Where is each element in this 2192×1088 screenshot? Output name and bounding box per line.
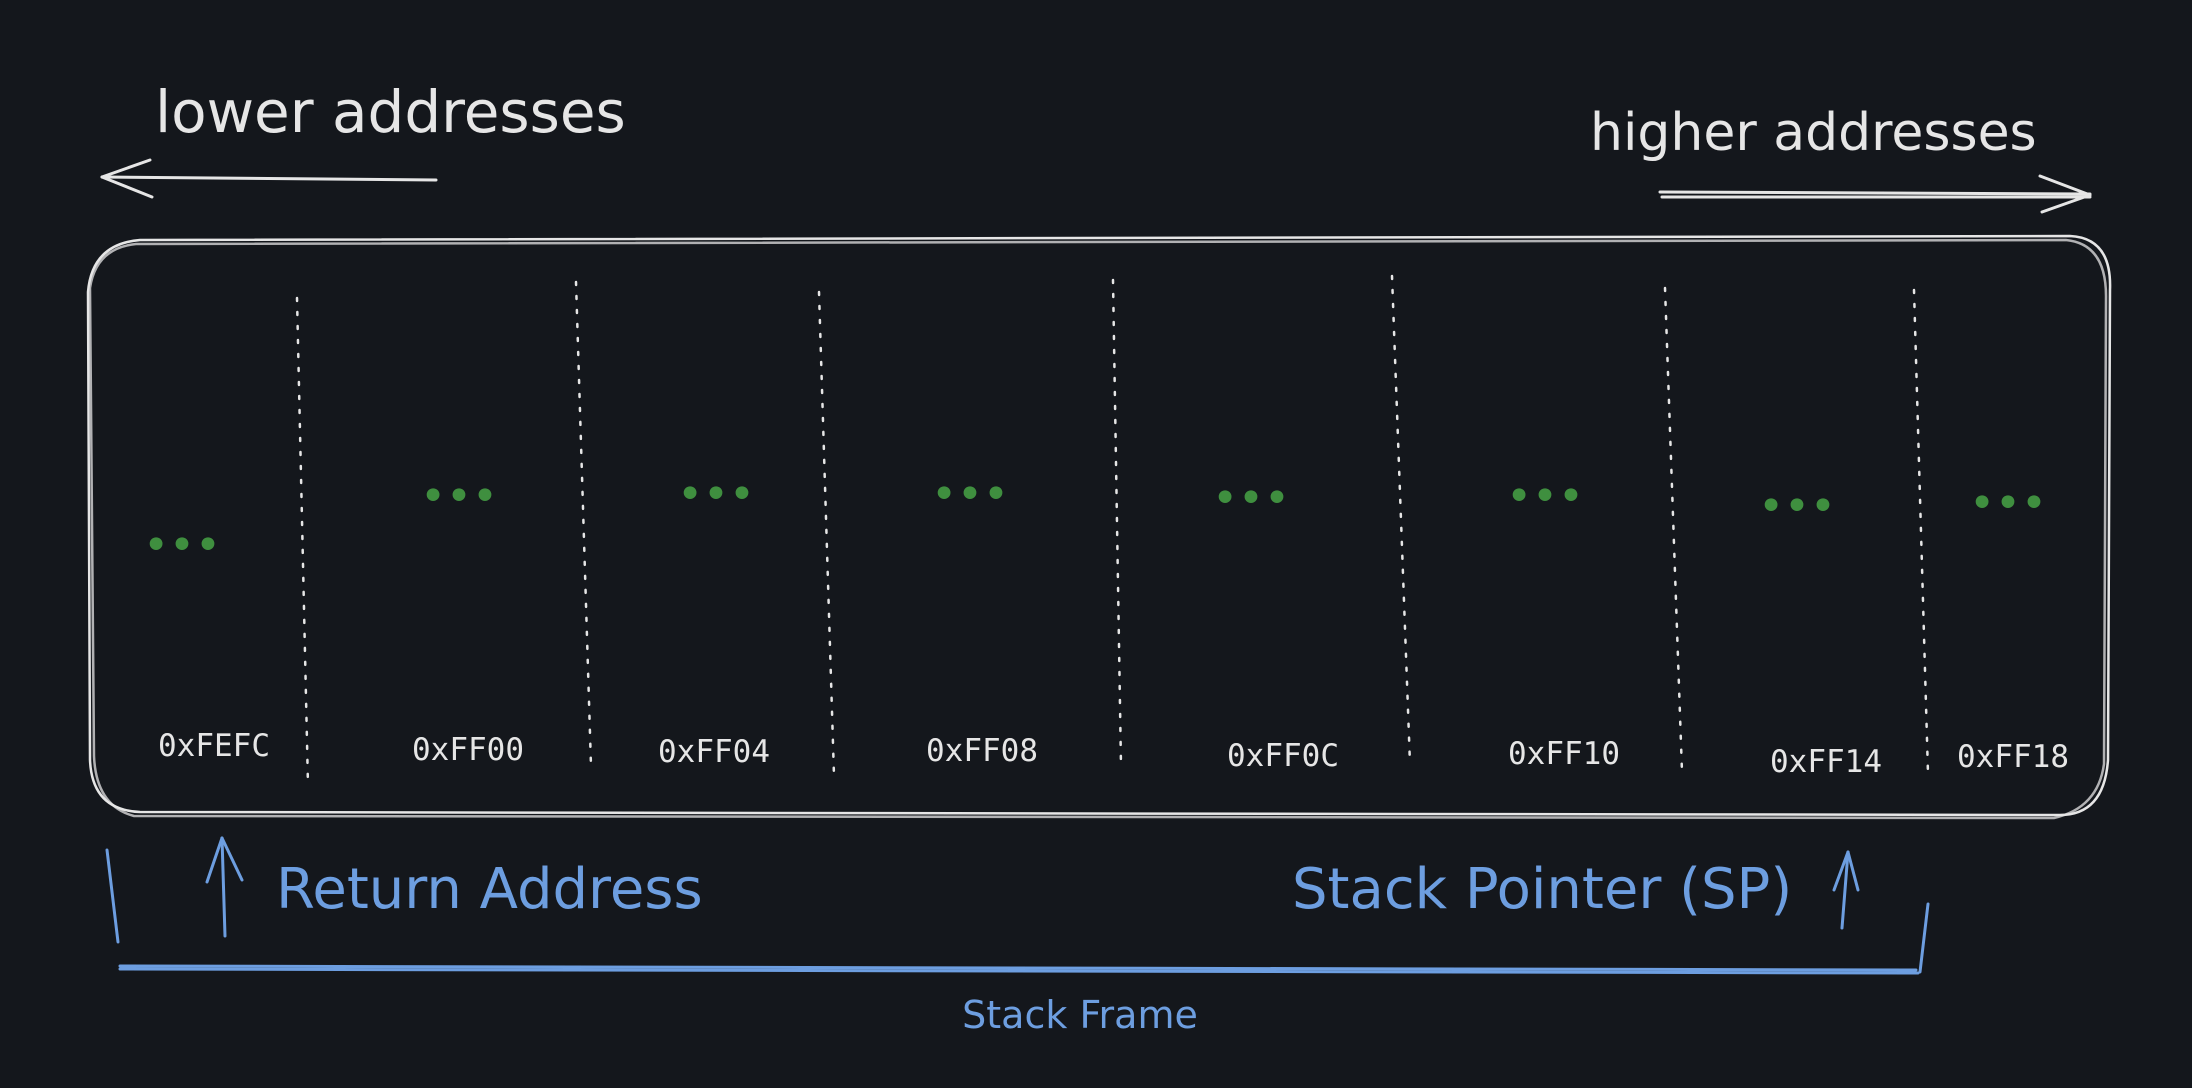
cell-content-ellipsis: ••• — [1506, 471, 1584, 522]
higher-addresses-label: higher addresses — [1590, 103, 2037, 163]
separator-7 — [1912, 288, 1930, 776]
cell-content-ellipsis: ••• — [1758, 481, 1836, 532]
stack-pointer-label: Stack Pointer (SP) — [1292, 857, 1792, 922]
stack-frame-bracket — [105, 848, 1930, 975]
cell-content-ellipsis: ••• — [420, 471, 498, 522]
lower-addresses-label: lower addresses — [155, 78, 626, 146]
cell-4: ••• 0xFF0C — [1212, 473, 1339, 774]
cell-address: 0xFF18 — [1957, 739, 2069, 775]
cell-content-ellipsis: ••• — [1212, 473, 1290, 524]
cell-address: 0xFF00 — [412, 732, 524, 768]
cell-address: 0xFF14 — [1770, 744, 1882, 780]
cell-5: ••• 0xFF10 — [1506, 471, 1620, 772]
cell-2: ••• 0xFF04 — [658, 469, 770, 770]
left-arrow-icon — [100, 158, 438, 199]
cell-1: ••• 0xFF00 — [412, 471, 524, 768]
cell-address: 0xFF10 — [1508, 736, 1620, 772]
return-address-arrow-icon — [205, 836, 244, 938]
cell-separators — [295, 274, 1930, 788]
cell-content-ellipsis: ••• — [931, 469, 1009, 520]
cell-address: 0xFF04 — [658, 734, 770, 770]
separator-2 — [574, 280, 593, 768]
separator-5 — [1390, 274, 1412, 766]
memory-block — [86, 234, 2112, 820]
return-address-label: Return Address — [276, 857, 703, 922]
cell-content-ellipsis: ••• — [1969, 478, 2047, 529]
cell-6: ••• 0xFF14 — [1758, 481, 1882, 780]
right-arrow-icon — [1658, 174, 2092, 214]
stack-pointer-arrow-icon — [1832, 850, 1860, 930]
separator-4 — [1111, 278, 1123, 768]
stack-frame-label: Stack Frame — [962, 993, 1198, 1037]
cell-content-ellipsis: ••• — [143, 520, 221, 571]
cell-3: ••• 0xFF08 — [926, 469, 1038, 769]
separator-3 — [817, 290, 836, 778]
cell-address: 0xFF08 — [926, 733, 1038, 769]
cell-address: 0xFF0C — [1227, 738, 1339, 774]
separator-6 — [1663, 286, 1684, 774]
cell-7: ••• 0xFF18 — [1957, 478, 2069, 775]
cell-0: ••• 0xFEFC — [143, 520, 270, 764]
cell-content-ellipsis: ••• — [677, 469, 755, 520]
separator-1 — [295, 296, 310, 788]
cell-address: 0xFEFC — [158, 728, 270, 764]
